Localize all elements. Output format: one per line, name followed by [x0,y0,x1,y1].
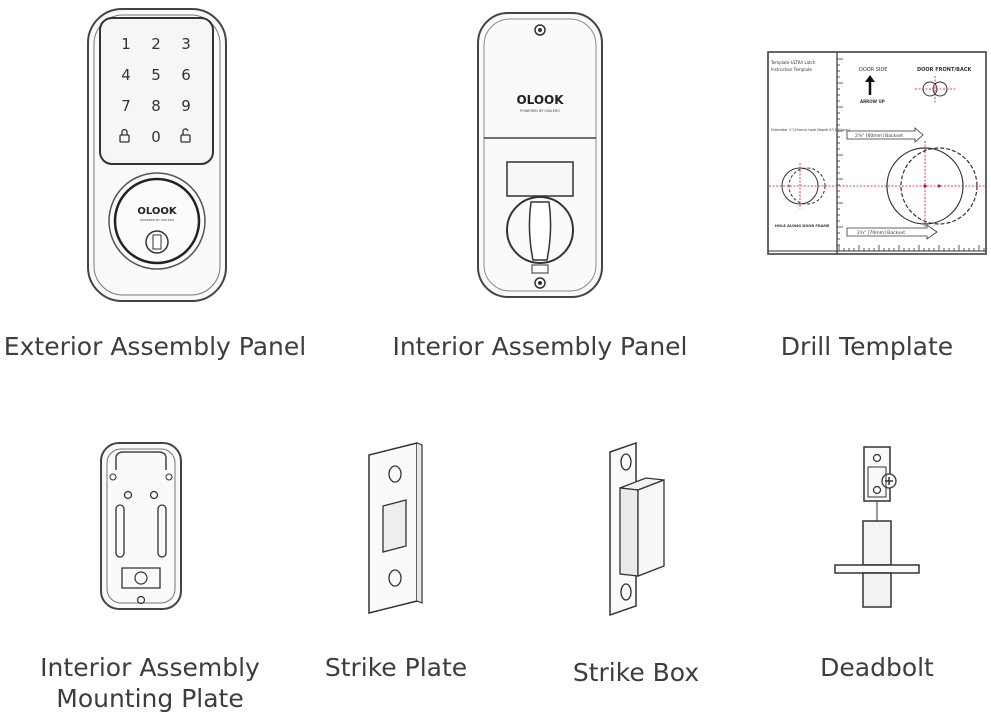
diameter-note: Diameter 1"(25mm) hole Depth 4"(100mm) [771,128,850,132]
caption-mounting-plate-line2: Mounting Plate [56,684,244,713]
exterior-assembly-panel: 1 2 3 4 5 6 7 8 9 0 OLOOK POWERED BY OWLERO [85,6,230,304]
exterior-tagline: POWERED BY OWLERO [140,218,175,222]
strike-plate-drawing [368,442,423,614]
keypad-key: 8 [151,97,161,115]
backset-70-label: 2¾" [70mm] Backset [857,230,905,236]
deadbolt-drawing [834,446,920,608]
interior-panel-drawing: OLOOK POWERED BY OWLERO [477,12,603,298]
caption-deadbolt: Deadbolt [820,653,934,682]
strike-plate [366,440,426,616]
arrow-up-icon [865,75,875,82]
keypad-key: 0 [151,128,161,146]
keypad-key: 6 [181,66,191,84]
caption-strike-box: Strike Box [572,658,700,687]
arrow-up-label: ARROW UP [860,99,885,104]
keypad-key: 5 [151,66,161,84]
caption-drill-template: Drill Template [780,332,954,361]
thumb-turn [528,201,552,261]
interior-logo: OLOOK [516,93,564,107]
backset-60-label: 2⅜" [60mm] Backset [855,133,903,139]
mounting-plate-drawing [100,442,182,610]
door-front-back-label: DOOR FRONT/BACK [917,67,973,73]
keypad-key: 1 [121,35,131,53]
exterior-logo: OLOOK [137,206,178,217]
template-subtitle: Instruction Template [771,67,812,72]
strike-box-drawing [609,441,665,617]
interior-assembly-panel: OLOOK POWERED BY OWLERO [475,10,605,300]
caption-mounting-plate-line1: Interior Assembly [40,653,260,682]
caption-strike-plate: Strike Plate [324,653,468,682]
drill-template-drawing: Template-ULTRA Latch Instruction Templat… [767,51,987,255]
door-side-label: DOOR SIDE [859,67,887,73]
door-frame-label: HOLE ALONG DOOR FRAME [775,224,830,228]
keypad-key: 7 [121,97,131,115]
lock-closed-icon [119,128,130,143]
keypad-key: 3 [181,35,191,53]
interior-mounting-plate [98,440,184,612]
caption-interior-assembly-panel: Interior Assembly Panel [392,332,688,361]
battery-cover [506,161,574,197]
template-title: Template-ULTRA Latch [770,60,816,65]
strike-box [606,440,668,618]
keyhole-icon [152,234,162,250]
keypad-key: 9 [181,97,191,115]
exterior-panel-drawing: 1 2 3 4 5 6 7 8 9 0 OLOOK POWERED BY OWLERO [87,8,227,302]
lock-open-icon [180,128,191,143]
interior-tagline: POWERED BY OWLERO [520,109,560,113]
keypad-key: 2 [151,35,161,53]
deadbolt [832,443,922,609]
drill-template: Template-ULTRA Latch Instruction Templat… [767,51,987,255]
keypad-key: 4 [121,66,131,84]
caption-exterior-assembly-panel: Exterior Assembly Panel [3,332,307,361]
caption-mounting-plate: Interior Assembly Mounting Plate [0,652,300,714]
